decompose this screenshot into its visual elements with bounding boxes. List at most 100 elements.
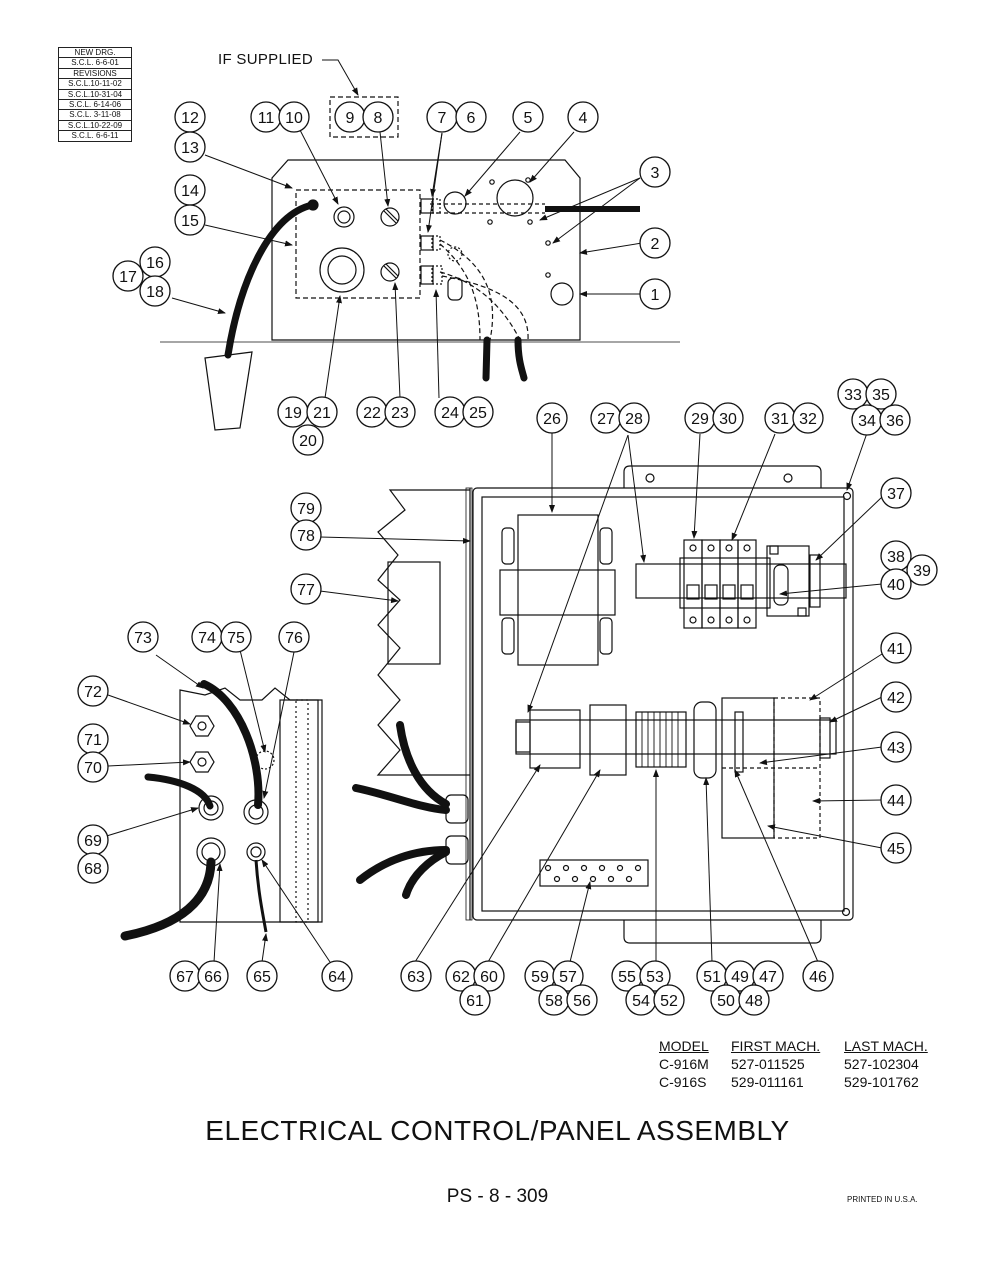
model-cell: C-916S (659, 1074, 707, 1090)
svg-text:16: 16 (146, 255, 164, 272)
page-title: ELECTRICAL CONTROL/PANEL ASSEMBLY (205, 1115, 790, 1146)
callout-42: 42 (880, 681, 912, 713)
svg-text:27: 27 (597, 411, 615, 428)
callout-14: 14 (174, 174, 206, 206)
first-mach-cell: 529-011161 (731, 1074, 804, 1090)
svg-text:33: 33 (844, 387, 862, 404)
callout-71: 71 (77, 723, 109, 755)
callout-77: 77 (290, 573, 322, 605)
callout-58: 58 (538, 984, 570, 1016)
revisions-header: REVISIONS (59, 69, 131, 80)
svg-text:36: 36 (886, 413, 904, 430)
callout-9: 9 (334, 101, 366, 133)
svg-text:50: 50 (717, 993, 735, 1010)
svg-text:12: 12 (181, 110, 199, 127)
callout-72: 72 (77, 675, 109, 707)
svg-text:57: 57 (559, 969, 577, 986)
svg-text:73: 73 (134, 630, 152, 647)
svg-text:75: 75 (227, 630, 245, 647)
svg-text:67: 67 (176, 969, 194, 986)
svg-text:61: 61 (466, 993, 484, 1010)
callout-16: 16 (139, 246, 171, 278)
callout-50: 50 (710, 984, 742, 1016)
callout-39: 39 (906, 554, 938, 586)
svg-text:74: 74 (198, 630, 216, 647)
callout-17: 17 (112, 260, 144, 292)
callout-57: 57 (552, 960, 584, 992)
svg-text:42: 42 (887, 690, 905, 707)
callout-bubbles: 12 13 14 15 16 17 18 11 10 9 8 7 6 5 4 3… (77, 101, 938, 1016)
svg-text:21: 21 (313, 405, 331, 422)
callout-28: 28 (618, 402, 650, 434)
svg-text:29: 29 (691, 411, 709, 428)
callout-41: 41 (880, 632, 912, 664)
svg-text:30: 30 (719, 411, 737, 428)
callout-24: 24 (434, 396, 466, 428)
callout-4: 4 (567, 101, 599, 133)
callout-76: 76 (278, 621, 310, 653)
callout-38: 38 (880, 540, 912, 572)
revision-entry: S.C.L.10-22-09 (59, 121, 131, 132)
table-row: C-916S 529-011161 529-101762 (659, 1073, 944, 1091)
svg-text:34: 34 (858, 413, 876, 430)
new-drawing-label: NEW DRG. (59, 48, 131, 59)
callout-64: 64 (321, 960, 353, 992)
callout-53: 53 (639, 960, 671, 992)
svg-text:28: 28 (625, 411, 643, 428)
svg-text:58: 58 (545, 993, 563, 1010)
svg-text:47: 47 (759, 969, 777, 986)
callout-74: 74 (191, 621, 223, 653)
svg-text:38: 38 (887, 549, 905, 566)
svg-text:65: 65 (253, 969, 271, 986)
svg-text:18: 18 (146, 284, 164, 301)
callout-27: 27 (590, 402, 622, 434)
svg-text:45: 45 (887, 841, 905, 858)
callout-40: 40 (880, 568, 912, 600)
callout-6: 6 (455, 101, 487, 133)
revision-entry: S.C.L. 6-6-11 (71, 131, 119, 141)
svg-text:8: 8 (374, 110, 383, 127)
callout-15: 15 (174, 204, 206, 236)
svg-text:48: 48 (745, 993, 763, 1010)
callout-18: 18 (139, 275, 171, 307)
svg-text:78: 78 (297, 528, 315, 545)
callout-21: 21 (306, 396, 338, 428)
callout-36: 36 (879, 404, 911, 436)
svg-text:17: 17 (119, 269, 137, 286)
svg-text:40: 40 (887, 577, 905, 594)
svg-text:41: 41 (887, 641, 905, 658)
callout-45: 45 (880, 832, 912, 864)
svg-text:19: 19 (284, 405, 302, 422)
svg-text:46: 46 (809, 969, 827, 986)
callout-3: 3 (639, 156, 671, 188)
svg-text:54: 54 (632, 993, 650, 1010)
callout-26: 26 (536, 402, 568, 434)
callout-68: 68 (77, 852, 109, 884)
page-number: PS - 8 - 309 (446, 1186, 549, 1207)
svg-text:52: 52 (660, 993, 678, 1010)
svg-text:70: 70 (84, 760, 102, 777)
revision-entry: S.C.L. 3-11-08 (59, 110, 131, 121)
callout-48: 48 (738, 984, 770, 1016)
svg-text:51: 51 (703, 969, 721, 986)
revision-entry: S.C.L.10-11-02 (59, 79, 131, 90)
svg-text:72: 72 (84, 684, 102, 701)
callout-37: 37 (880, 477, 912, 509)
svg-text:2: 2 (651, 236, 660, 253)
callout-78: 78 (290, 519, 322, 551)
svg-text:3: 3 (651, 165, 660, 182)
revision-entry: S.C.L. 6-14-06 (59, 100, 131, 111)
svg-text:13: 13 (181, 140, 199, 157)
model-cell: C-916M (659, 1056, 709, 1072)
table-row: C-916M 527-011525 527-102304 (659, 1055, 944, 1073)
revision-entry: S.C.L.10-31-04 (59, 90, 131, 101)
svg-text:24: 24 (441, 405, 459, 422)
model-table: MODEL FIRST MACH. LAST MACH. C-916M 527-… (659, 1037, 944, 1091)
svg-text:9: 9 (346, 110, 355, 127)
svg-text:79: 79 (297, 501, 315, 518)
svg-text:14: 14 (181, 183, 199, 200)
header-first-mach: FIRST MACH. (731, 1038, 821, 1054)
callout-44: 44 (880, 784, 912, 816)
svg-text:69: 69 (84, 833, 102, 850)
svg-text:66: 66 (204, 969, 222, 986)
